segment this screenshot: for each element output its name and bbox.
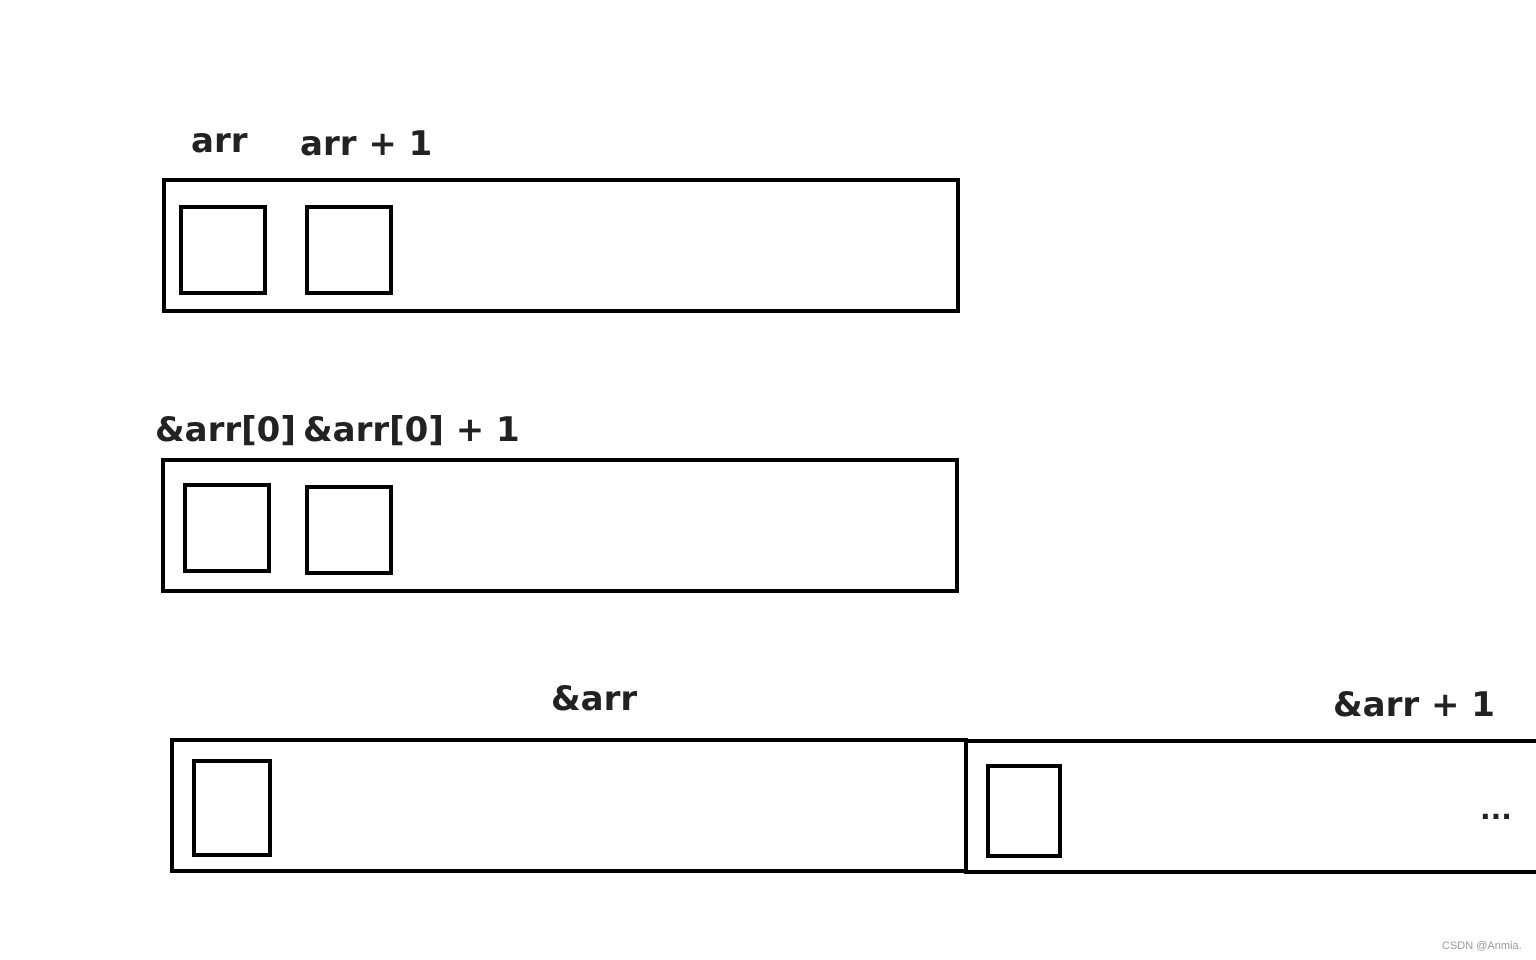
label-arr-plus-1: arr + 1 xyxy=(300,124,433,164)
element-cell-addr-arr-plus-1 xyxy=(986,764,1062,858)
element-cell-addr-arr-0-plus-1 xyxy=(305,485,393,575)
element-cell-arr xyxy=(179,205,267,295)
label-addr-arr-0: &arr[0] xyxy=(155,410,296,450)
label-addr-arr-0-plus-1: &arr[0] + 1 xyxy=(303,410,520,450)
element-cell-arr-plus-1 xyxy=(305,205,393,295)
array-box-row1 xyxy=(162,178,960,313)
array-box-row2 xyxy=(161,458,959,593)
label-addr-arr-plus-1: &arr + 1 xyxy=(1333,685,1495,725)
element-cell-addr-arr xyxy=(192,759,272,857)
label-arr: arr xyxy=(191,121,248,161)
label-addr-arr: &arr xyxy=(551,679,638,719)
ellipsis-more: ... xyxy=(1480,793,1512,826)
array-box-row3-next xyxy=(964,739,1536,874)
element-cell-addr-arr-0 xyxy=(183,483,271,573)
watermark-text: CSDN @Anmia. xyxy=(1442,940,1522,952)
array-box-row3-first xyxy=(170,738,968,873)
